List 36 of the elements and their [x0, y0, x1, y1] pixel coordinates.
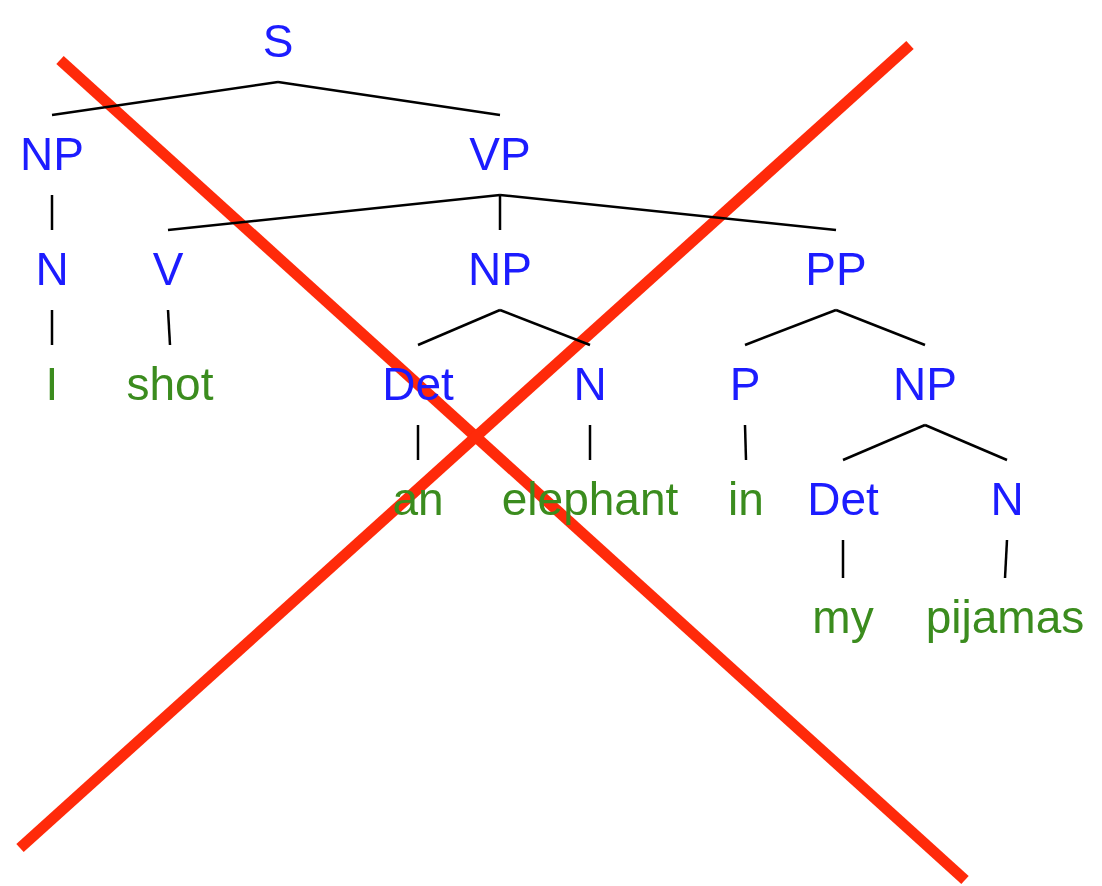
category-label: NP	[893, 345, 957, 425]
category-label: NP	[20, 115, 84, 195]
tree-branch-line	[841, 540, 845, 578]
tree-branch-line	[417, 308, 501, 347]
tree-branch-line	[842, 423, 926, 462]
tree-branch-line	[588, 425, 592, 460]
tree-branch-line	[277, 80, 501, 117]
word-label: shot	[126, 345, 214, 425]
category-label: N	[990, 460, 1024, 540]
tree-branch-line	[835, 308, 926, 347]
tree-branch-line	[167, 193, 501, 232]
category-label: VP	[469, 115, 531, 195]
tree-branch-line	[744, 308, 837, 347]
tree-branch-line	[50, 310, 54, 345]
tree-branch-line	[498, 195, 502, 230]
tree-branch-line	[499, 308, 591, 347]
tree-branch-line	[1003, 539, 1009, 579]
category-label: S	[262, 2, 294, 82]
tree-branch-line	[743, 424, 748, 461]
category-label: P	[729, 345, 761, 425]
word-label: I	[45, 345, 59, 425]
category-label: PP	[805, 230, 867, 310]
tree-branch-line	[50, 195, 54, 230]
tree-branch-line	[51, 80, 279, 117]
word-label: in	[728, 460, 764, 540]
category-label: Det	[807, 460, 879, 540]
word-label: pijamas	[925, 578, 1085, 658]
word-label: my	[812, 578, 874, 658]
tree-branch-line	[499, 193, 837, 232]
tree-branch-line	[924, 423, 1008, 462]
category-label: V	[152, 230, 184, 310]
tree-branch-line	[166, 309, 172, 346]
category-label: N	[35, 230, 69, 310]
tree-branch-line	[416, 425, 420, 460]
category-label: N	[573, 345, 607, 425]
category-label: NP	[468, 230, 532, 310]
